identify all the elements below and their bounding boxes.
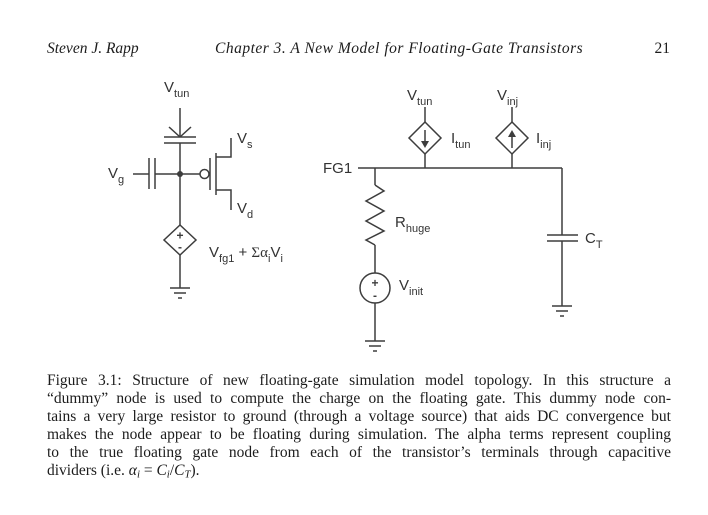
label-subscript: tun xyxy=(417,96,432,108)
caption-line: “dummy” node is used to compute the char… xyxy=(47,389,671,407)
caption-line: Figure 3.1: Structure of new floating-ga… xyxy=(47,372,671,389)
math-subscript: i xyxy=(136,468,140,481)
caption-text: ). xyxy=(190,461,200,479)
caption-line: to the true floating gate node from each… xyxy=(47,443,671,461)
expr-sigma-alpha: Σα xyxy=(251,245,268,261)
expr-v2-subscript: i xyxy=(280,253,282,265)
label-main: I xyxy=(536,130,540,147)
right-circuit: + - FG1 Vtun Vinj Itun Iinj Rhuge Vinit … xyxy=(323,87,603,352)
ground-icon xyxy=(552,305,572,317)
resistor-icon xyxy=(364,168,386,273)
label-main: V xyxy=(497,87,507,104)
math-c: C xyxy=(156,461,167,479)
header-author: Steven J. Rapp xyxy=(47,40,139,57)
polarity-minus: - xyxy=(373,289,377,303)
page-number: 21 xyxy=(654,40,671,57)
caption-line: tains a very large resistor to ground (t… xyxy=(47,407,671,425)
label-v-s: Vs xyxy=(237,130,253,151)
label-subscript: init xyxy=(409,286,423,298)
label-subscript: huge xyxy=(406,223,430,235)
label-main: V xyxy=(108,165,118,182)
expr-v-subscript: fg1 xyxy=(219,253,234,265)
dependent-voltage-source-icon: + - xyxy=(162,223,198,257)
label-main: V xyxy=(237,130,247,147)
expr-v: V xyxy=(209,244,219,261)
label-main: V xyxy=(164,79,174,96)
polarity-minus: - xyxy=(178,240,182,254)
label-main: R xyxy=(395,214,406,231)
label-subscript: tun xyxy=(455,139,470,151)
label-v-inj: Vinj xyxy=(497,87,518,108)
label-i-tun: Itun xyxy=(451,130,470,151)
ground-icon xyxy=(170,287,190,299)
label-main: V xyxy=(407,87,417,104)
header-chapter-title: Chapter 3. A New Model for Floating-Gate… xyxy=(215,40,584,57)
tunnel-arrow-arm-left xyxy=(168,126,181,138)
label-subscript: inj xyxy=(507,96,518,108)
injection-current-source-icon xyxy=(494,107,530,168)
label-v-g: Vg xyxy=(108,165,124,186)
expr-alpha-subscript: i xyxy=(268,253,270,265)
math-equals: = xyxy=(139,461,157,479)
expr-plus: + xyxy=(234,244,251,261)
tunneling-current-source-icon xyxy=(407,107,443,168)
pmos-gate-bubble xyxy=(199,168,210,180)
floating-gate-node-dot xyxy=(177,171,183,177)
resistor-zigzag xyxy=(364,184,386,246)
math-subscript: T xyxy=(184,468,191,481)
math-slash: / xyxy=(169,461,175,479)
label-main: V xyxy=(237,200,247,217)
label-main: V xyxy=(399,277,409,294)
label-subscript: tun xyxy=(174,88,189,100)
label-subscript: s xyxy=(247,139,253,151)
pmos-transistor-icon xyxy=(199,138,232,210)
label-i-inj: Iinj xyxy=(536,130,551,151)
capacitor-icon xyxy=(547,168,578,306)
polarity-plus: + xyxy=(371,276,378,290)
label-source-expression: Vfg1 + ΣαiVi xyxy=(209,244,283,265)
math-c: C xyxy=(174,461,185,479)
label-fg1: FG1 xyxy=(323,160,352,177)
caption-line-last: dividers (i.e. αi = Ci/CT). xyxy=(47,462,671,480)
math-subscript: i xyxy=(166,468,170,481)
caption-line: makes the node appear to be floating dur… xyxy=(47,425,671,443)
math-alpha: α xyxy=(128,461,137,479)
label-v-tun-left: Vtun xyxy=(164,79,189,100)
label-v-tun-right: Vtun xyxy=(407,87,432,108)
voltage-source-icon: + - xyxy=(359,272,391,304)
label-c-t: CT xyxy=(585,230,603,251)
ground-icon xyxy=(365,340,385,352)
label-v-d: Vd xyxy=(237,200,253,221)
label-main: I xyxy=(451,130,455,147)
figure-caption: Figure 3.1: Structure of new floating-ga… xyxy=(47,372,671,480)
pmos-source-lead xyxy=(216,138,232,158)
arrow-down-icon xyxy=(421,130,429,148)
label-subscript: g xyxy=(118,174,124,186)
arrow-up-icon xyxy=(508,130,516,148)
polarity-plus: + xyxy=(176,229,183,243)
label-r-huge: Rhuge xyxy=(395,214,430,235)
label-v-init: Vinit xyxy=(399,277,423,298)
caption-text: dividers (i.e. xyxy=(47,461,129,479)
label-subscript: T xyxy=(596,239,603,251)
gate-capacitor-icon xyxy=(133,158,156,189)
expr-v2: V xyxy=(270,244,280,261)
left-circuit: + - Vtun Vs Vg Vd Vfg1 + ΣαiVi xyxy=(108,79,283,299)
pmos-drain-lead xyxy=(216,189,232,210)
label-subscript: d xyxy=(247,209,253,221)
tunnel-arrow-arm-right xyxy=(179,126,192,138)
label-subscript: inj xyxy=(540,139,551,151)
label-main: C xyxy=(585,230,596,247)
